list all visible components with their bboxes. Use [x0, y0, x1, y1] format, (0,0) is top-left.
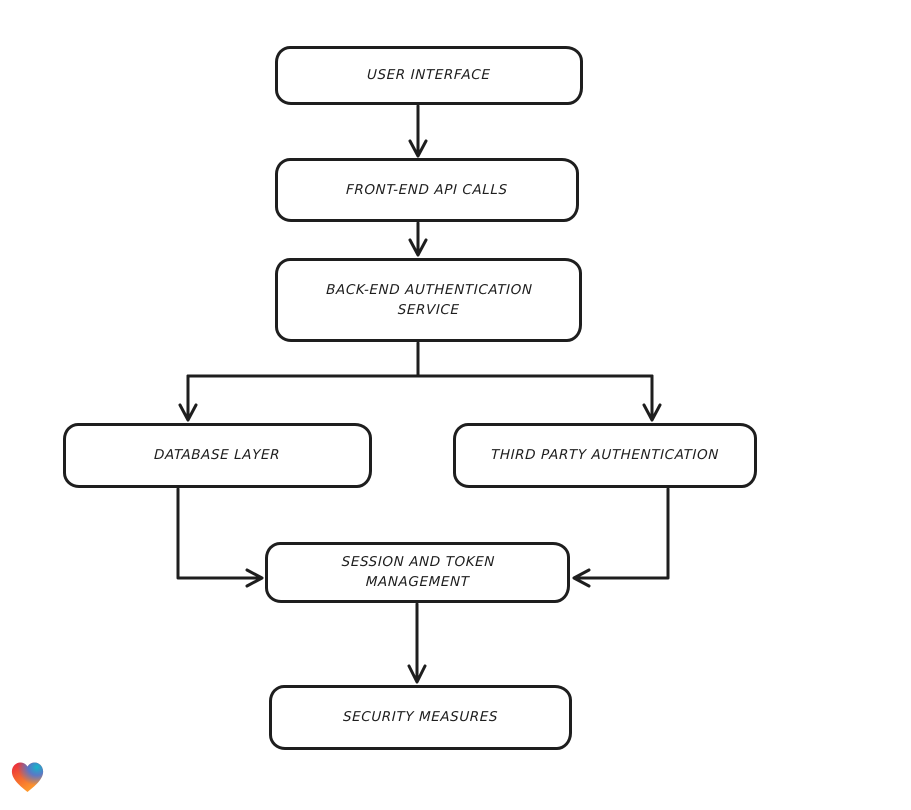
edge-thirdparty-to-session [572, 487, 670, 588]
heart-icon [11, 762, 44, 792]
edge-branch-to-database [178, 374, 198, 422]
node-session-token-management[interactable]: SESSION AND TOKEN MANAGEMENT [265, 542, 570, 603]
node-session-token-management-label: SESSION AND TOKEN MANAGEMENT [340, 554, 495, 591]
node-user-interface-label: USER INTERFACE [366, 67, 492, 84]
edge-branch-to-thirdparty [642, 374, 662, 422]
node-security-measures[interactable]: SECURITY MEASURES [269, 685, 572, 750]
node-security-measures-label: SECURITY MEASURES [342, 709, 499, 726]
node-user-interface[interactable]: USER INTERFACE [275, 46, 583, 105]
node-database-layer-label: DATABASE LAYER [154, 447, 281, 464]
node-front-end-api-calls[interactable]: FRONT-END API CALLS [275, 158, 579, 222]
edge-session-to-security [407, 602, 427, 684]
node-back-end-auth-service-label: BACK-END AUTHENTICATION SERVICE [325, 281, 533, 318]
edge-database-to-session [176, 487, 264, 588]
edge-frontend-to-backend [408, 221, 428, 257]
edge-ui-to-frontend [408, 104, 428, 158]
lovable-badge[interactable] [9, 759, 46, 796]
edge-backend-branch [186, 341, 654, 378]
node-database-layer[interactable]: DATABASE LAYER [63, 423, 372, 488]
node-third-party-auth[interactable]: THIRD PARTY AUTHENTICATION [453, 423, 757, 488]
node-front-end-api-calls-label: FRONT-END API CALLS [345, 181, 509, 198]
node-third-party-auth-label: THIRD PARTY AUTHENTICATION [490, 447, 720, 464]
node-back-end-auth-service[interactable]: BACK-END AUTHENTICATION SERVICE [275, 258, 582, 342]
